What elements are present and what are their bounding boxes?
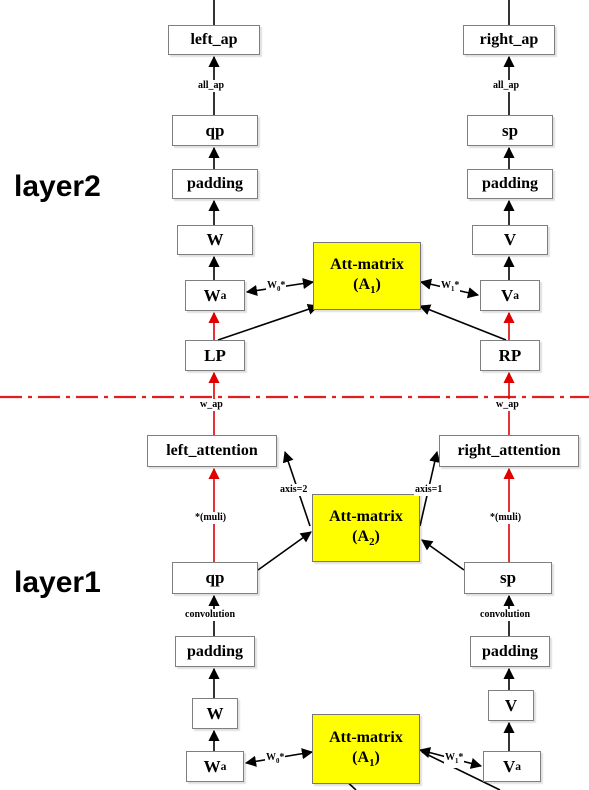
att-matrix-l1-node: Att-matrix (A2) (312, 494, 420, 562)
muli-right-label: *(muli) (489, 512, 523, 524)
att-l0-formula-base: A (357, 748, 370, 766)
w0-l2-sub: 0 (277, 286, 281, 293)
w0-l2-base: W (267, 280, 277, 291)
w0-l2-sup: * (280, 280, 286, 291)
convolution-right-label: convolution (479, 609, 532, 621)
w0-l1-base: W (266, 752, 276, 763)
w-ap-left-label: w_ap (199, 399, 224, 411)
rp-node: RP (480, 340, 540, 371)
att-matrix-l1-title: Att-matrix (329, 507, 403, 525)
w-ap-right-label: w_ap (495, 399, 520, 411)
va-l2-base: V (500, 285, 514, 305)
w-l2-node: W (177, 225, 253, 255)
att-matrix-l0-node: Att-matrix (A1) (312, 714, 420, 784)
att-matrix-l2-title: Att-matrix (330, 255, 404, 273)
arrow-sp-l1-to-att-l1 (421, 539, 465, 571)
qp-top-node: qp (172, 115, 258, 146)
w1-l1-sub: 1 (455, 758, 459, 765)
w0-l1-sub: 0 (276, 758, 280, 765)
att-matrix-l1-formula: (A2) (352, 527, 380, 548)
right-attention-node: right_attention (439, 435, 579, 467)
att-matrix-l0-formula: (A1) (352, 748, 380, 769)
va-l1-sub: a (515, 760, 522, 773)
wa-l1-base: W (203, 756, 221, 776)
wa-l2-base: W (203, 285, 221, 305)
padding-l2-right-node: padding (467, 169, 553, 199)
padding-l2-left-node: padding (172, 169, 258, 199)
att-matrix-l0-title: Att-matrix (329, 728, 403, 746)
w1-l1-sup: * (458, 752, 464, 763)
w1-l2-sub: 1 (451, 286, 455, 293)
padding-l1-right-node: padding (470, 636, 550, 667)
va-l1-base: V (502, 756, 516, 776)
all-ap-left-label: all_ap (197, 80, 226, 92)
w1-l1-base: W (445, 752, 455, 763)
wa-l2-sub: a (220, 289, 227, 302)
lp-node: LP (185, 340, 245, 371)
axis2-label: axis=2 (279, 484, 309, 496)
arrow-rp-to-att-l2 (418, 304, 507, 341)
att-l1-formula-sub: 2 (369, 535, 375, 548)
w1-l2-base: W (441, 280, 451, 291)
va-l2-sub: a (513, 289, 520, 302)
att-matrix-l2-node: Att-matrix (A1) (313, 242, 421, 310)
arrow-lp-to-att-l2 (217, 303, 320, 341)
axis1-label: axis=1 (414, 484, 444, 496)
sp-top-node: sp (467, 115, 553, 146)
att-l2-formula-base: A (358, 275, 371, 293)
w1-l2-sup: * (454, 280, 460, 291)
att-l0-formula-sub: 1 (369, 756, 375, 769)
v-l2-node: V (472, 225, 548, 255)
convolution-left-label: convolution (184, 609, 237, 621)
w0-l2-label: W0* (266, 280, 287, 296)
w0-l1-sup: * (279, 752, 285, 763)
w1-l1-label: W1* (444, 752, 465, 768)
wa-l1-sub: a (220, 760, 227, 773)
sp-l1-node: sp (464, 562, 552, 594)
padding-l1-left-node: padding (175, 636, 255, 667)
v-l1-node: V (488, 690, 534, 721)
qp-l1-node: qp (172, 562, 258, 594)
w-l1-node: W (192, 698, 238, 729)
w1-l2-label: W1* (440, 280, 461, 296)
layer1-label: layer1 (14, 566, 101, 599)
right-ap-node: right_ap (463, 25, 555, 55)
w0-l1-label: W0* (265, 752, 286, 768)
all-ap-right-label: all_ap (492, 80, 521, 92)
att-l1-formula-base: A (357, 527, 370, 545)
muli-left-label: *(muli) (194, 512, 228, 524)
att-matrix-l2-formula: (A1) (353, 275, 381, 296)
left-ap-node: left_ap (168, 25, 260, 55)
att-l2-formula-sub: 1 (370, 283, 376, 296)
left-attention-node: left_attention (147, 435, 277, 467)
layer2-label: layer2 (14, 170, 101, 203)
arrow-qp-l1-to-att-l1 (257, 531, 312, 571)
